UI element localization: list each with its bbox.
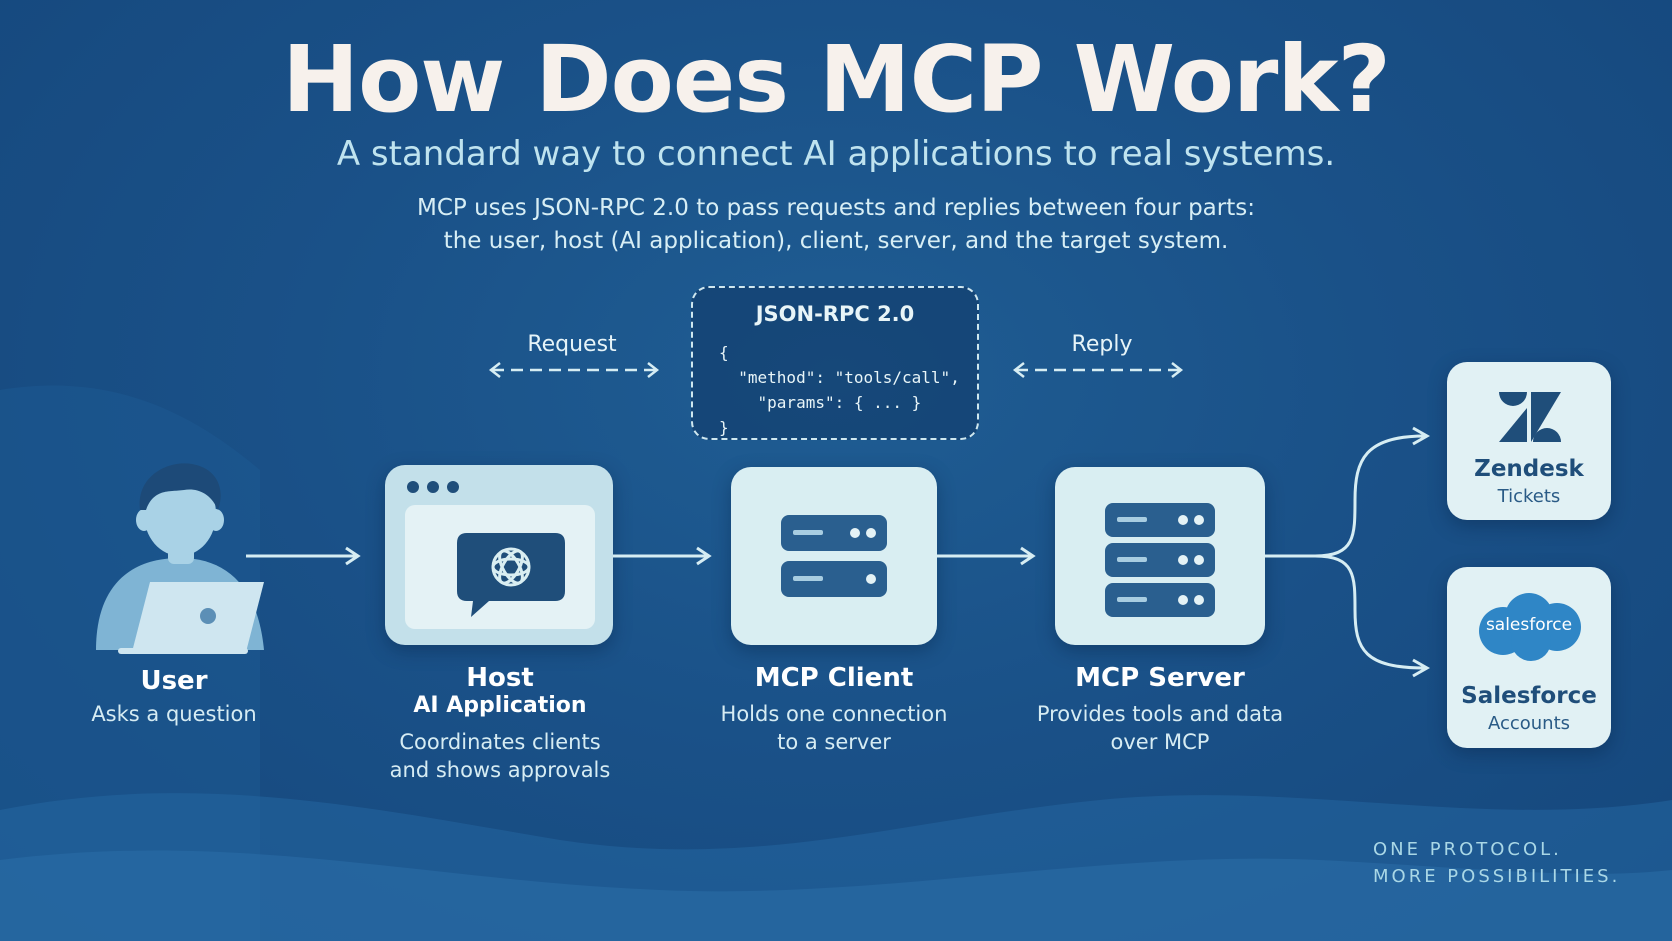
user-title: User [140,666,208,696]
mcp-client-description: Holds one connection to a server [704,700,964,756]
reply-dashed-arrow [1012,362,1184,378]
mcp-server-description: Provides tools and data over MCP [1020,700,1300,756]
mcp-server-description-line-2: over MCP [1110,730,1210,754]
tagline: ONE PROTOCOL. MORE POSSIBILITIES. [1373,836,1620,890]
host-description-line-2: and shows approvals [389,758,611,782]
tagline-line-2: MORE POSSIBILITIES. [1373,866,1621,887]
arrow-host-to-client [613,546,712,566]
mcp-client-description-line-2: to a server [777,730,891,754]
zendesk-logo-icon [1499,392,1561,442]
arrow-user-to-host [246,546,361,566]
tagline-line-1: ONE PROTOCOL. [1373,839,1562,860]
description: MCP uses JSON-RPC 2.0 to pass requests a… [0,192,1672,258]
description-line-1: MCP uses JSON-RPC 2.0 to pass requests a… [417,195,1255,221]
mcp-client-card [731,467,937,645]
server-two-rack-icon [781,515,887,597]
branch-arrows-to-targets [1265,426,1431,678]
salesforce-card: salesforce Salesforce Accounts [1447,567,1611,748]
zendesk-name: Zendesk [1474,456,1584,482]
mcp-client-title: MCP Client [754,663,914,693]
arrow-client-to-server [937,546,1036,566]
reply-label: Reply [1071,332,1133,357]
json-rpc-title: JSON-RPC 2.0 [755,302,915,326]
mcp-client-description-line-1: Holds one connection [720,702,948,726]
user-subtitle: Asks a question [91,702,257,726]
json-rpc-box: JSON-RPC 2.0 { "method": "tools/call", "… [691,286,979,440]
description-line-2: the user, host (AI application), client,… [443,228,1229,254]
page-subtitle: A standard way to connect AI application… [336,134,1336,174]
host-title: Host [466,663,534,693]
mcp-server-description-line-1: Provides tools and data [1036,702,1284,726]
host-description: Coordinates clients and shows approvals [370,728,630,784]
mcp-server-title: MCP Server [1075,663,1245,693]
mcp-server-card [1055,467,1265,645]
salesforce-name: Salesforce [1461,683,1597,709]
host-description-line-1: Coordinates clients [399,730,601,754]
host-card [385,465,613,645]
request-label: Request [527,332,617,357]
page-title: How Does MCP Work? [282,26,1391,133]
salesforce-sub: Accounts [1487,713,1571,734]
request-dashed-arrow [488,362,660,378]
zendesk-sub: Tickets [1497,486,1561,507]
chat-app-window-icon [405,481,595,629]
person-with-laptop-icon [96,463,264,654]
server-three-rack-icon [1105,503,1215,617]
salesforce-cloud-logo-icon: salesforce [1473,591,1585,663]
salesforce-logo-text: salesforce [1485,615,1573,635]
host-subtitle: AI Application [413,693,587,718]
json-rpc-code: { "method": "tools/call", "params": { ..… [719,343,960,437]
zendesk-card: Zendesk Tickets [1447,362,1611,520]
